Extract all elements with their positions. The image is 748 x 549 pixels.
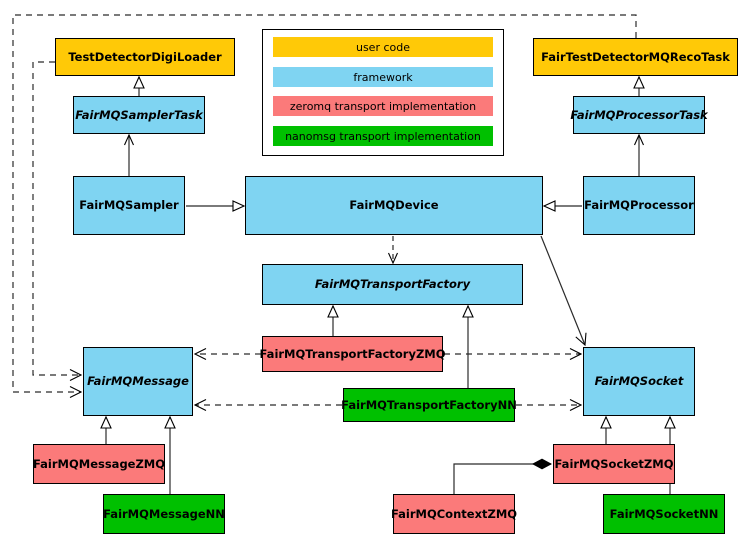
node-label: FairMQMessage: [87, 374, 189, 389]
node-label: TestDetectorDigiLoader: [68, 49, 222, 64]
legend-label: zeromq transport implementation: [289, 99, 477, 113]
node-label: FairMQProcessorTask: [570, 107, 708, 122]
node-fairmqmessagezmq[interactable]: FairMQMessageZMQ: [33, 444, 165, 484]
node-label: FairTestDetectorMQRecoTask: [541, 49, 730, 64]
node-fairmqdevice[interactable]: FairMQDevice: [245, 176, 543, 235]
node-label: FairMQSocketNN: [609, 506, 719, 521]
node-label: FairMQSampler: [79, 198, 179, 213]
legend-item-user-code: user code: [273, 37, 493, 57]
node-label: FairMQTransportFactoryNN: [341, 397, 517, 412]
node-fairmqmessage[interactable]: FairMQMessage: [83, 347, 193, 416]
node-fairmqsocket[interactable]: FairMQSocket: [583, 347, 695, 416]
edge-recotask-message: [12, 14, 637, 392]
edge-device-socket: [540, 235, 585, 345]
legend-panel: user code framework zeromq transport imp…: [262, 29, 504, 156]
edge-contextzmq-socketzmq: [453, 464, 551, 494]
node-fairmqprocessortask[interactable]: FairMQProcessorTask: [570, 96, 708, 134]
node-fairmqcontextzmq[interactable]: FairMQContextZMQ: [390, 494, 518, 534]
node-fairmqsamplertask[interactable]: FairMQSamplerTask: [73, 96, 205, 134]
node-fairmqtransportfactory[interactable]: FairMQTransportFactory: [262, 264, 523, 305]
node-fairmqtransportfactorynn[interactable]: FairMQTransportFactoryNN: [341, 388, 517, 422]
legend-item-zeromq: zeromq transport implementation: [273, 96, 493, 116]
node-fairtestdetectormqrecotask[interactable]: FairTestDetectorMQRecoTask: [533, 38, 738, 76]
node-label: FairMQMessageZMQ: [32, 456, 166, 471]
legend-label: nanomsg transport implementation: [285, 129, 481, 143]
node-label: FairMQProcessor: [584, 198, 694, 213]
node-label: FairMQDevice: [349, 198, 439, 213]
legend-label: user code: [355, 40, 411, 54]
node-label: FairMQMessageNN: [103, 506, 225, 521]
legend-item-nanomsg: nanomsg transport implementation: [273, 126, 493, 146]
legend-label: framework: [353, 70, 413, 84]
legend-item-framework: framework: [273, 67, 493, 87]
node-label: FairMQSocket: [594, 374, 684, 389]
node-fairmqsampler[interactable]: FairMQSampler: [73, 176, 185, 235]
node-fairmqsocketzmq[interactable]: FairMQSocketZMQ: [553, 444, 675, 484]
edge-digiloader-message: [32, 61, 81, 375]
node-fairmqtransportfactoryzmq[interactable]: FairMQTransportFactoryZMQ: [259, 336, 446, 372]
node-testdetectordigiloader[interactable]: TestDetectorDigiLoader: [55, 38, 235, 76]
node-fairmqsocketnn[interactable]: FairMQSocketNN: [603, 494, 725, 534]
node-label: FairMQSamplerTask: [75, 107, 203, 122]
node-fairmqprocessor[interactable]: FairMQProcessor: [583, 176, 695, 235]
node-label: FairMQTransportFactory: [314, 277, 471, 292]
node-label: FairMQSocketZMQ: [554, 456, 674, 471]
node-label: FairMQContextZMQ: [390, 506, 518, 521]
node-label: FairMQTransportFactoryZMQ: [259, 346, 446, 361]
node-fairmqmessagenn[interactable]: FairMQMessageNN: [103, 494, 225, 534]
